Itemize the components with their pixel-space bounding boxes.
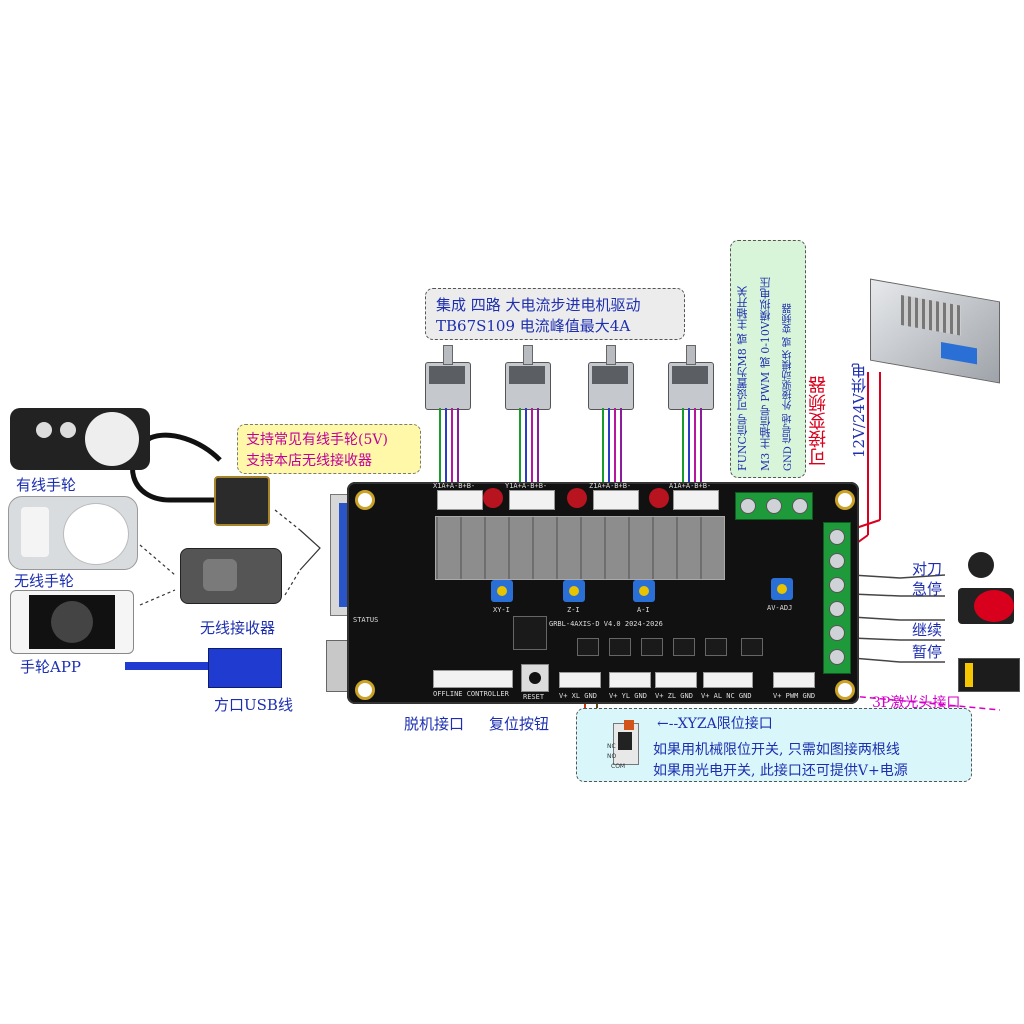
probe-label: 对刀 bbox=[912, 560, 943, 578]
pot-z-current[interactable] bbox=[563, 580, 585, 602]
reset-button[interactable] bbox=[521, 664, 549, 692]
laser-module-icon bbox=[958, 658, 1020, 692]
pot-xy-current[interactable] bbox=[491, 580, 513, 602]
switch-pin-com: COM bbox=[611, 763, 626, 770]
limit-silk-y: V+ YL GND bbox=[609, 692, 647, 700]
spindle-terminal-block bbox=[735, 492, 813, 520]
motor-driver-callout: 集成 四路 大电流步进电机驱动 TB67S109 电流峰值最大4A bbox=[425, 288, 685, 340]
motor-silk-a: A1A+A-B+B- bbox=[669, 482, 712, 490]
motor-header-x bbox=[437, 490, 483, 510]
estop-label: 急停 bbox=[912, 580, 943, 598]
motor-header-z bbox=[593, 490, 639, 510]
pwm-header[interactable] bbox=[773, 672, 815, 688]
limit-switch-line2: 如果用光电开关, 此接口还可提供V+电源 bbox=[653, 763, 908, 779]
handwheel-support-callout: 支持常见有线手轮(5V) 支持本店无线接收器 bbox=[237, 424, 421, 474]
io-terminal-block bbox=[823, 522, 851, 674]
db9-connector bbox=[214, 476, 270, 526]
board-title: GRBL-4AXIS-D V4.0 2024-2026 bbox=[549, 620, 663, 628]
stepper-motor-y bbox=[505, 345, 551, 410]
limit-switch-icon bbox=[613, 720, 639, 765]
stepper-motor-x bbox=[425, 345, 471, 410]
pot-label-a: A-I bbox=[637, 606, 650, 614]
limit-header-z[interactable] bbox=[655, 672, 697, 688]
handwheel-app-label: 手轮APP bbox=[20, 658, 82, 676]
motor-header-a bbox=[673, 490, 719, 510]
pot-label-xy: XY-I bbox=[493, 606, 510, 614]
power-supply-label: 12V/24V供电 bbox=[850, 363, 868, 458]
status-silk: STATUS bbox=[353, 616, 379, 624]
offline-controller-header[interactable] bbox=[433, 670, 513, 688]
spindle-gnd-text: GND 信号地 外接驱动模块 或 变频器 bbox=[783, 303, 794, 471]
laser-port-label: 3P激光头接口 bbox=[872, 695, 961, 711]
spindle-func-text: FUNC信号 可设置为M8 或 主轴开关 bbox=[736, 286, 749, 471]
wireless-receiver bbox=[180, 548, 282, 604]
limit-switch-title: ←--XYZA限位接口 bbox=[657, 716, 773, 732]
pot-label-av: AV-ADJ bbox=[767, 604, 793, 612]
switch-pin-no: NO bbox=[607, 753, 617, 760]
reset-button-label: 复位按钮 bbox=[489, 715, 550, 733]
usb-cable-label: 方口USB线 bbox=[214, 696, 293, 714]
handwheel-support-line2: 支持本店无线接收器 bbox=[246, 453, 372, 469]
spindle-signal-callout: FUNC信号 可设置为M8 或 主轴开关 M3 主轴信号 PWM 或 0-10V… bbox=[730, 240, 806, 478]
pause-label: 暂停 bbox=[912, 643, 943, 661]
heatsink bbox=[435, 516, 725, 580]
limit-header-y[interactable] bbox=[609, 672, 651, 688]
limit-silk-x: V+ XL GND bbox=[559, 692, 597, 700]
pot-a-current[interactable] bbox=[633, 580, 655, 602]
spindle-m3-text: M3 主轴信号 PWM 或 0-10V模拟电压 bbox=[759, 277, 772, 471]
probe-device-icon bbox=[968, 552, 994, 578]
estop-button-icon bbox=[958, 588, 1014, 624]
reset-silk: RESET bbox=[523, 693, 545, 701]
wireless-handwheel bbox=[8, 496, 138, 570]
pot-label-z: Z-I bbox=[567, 606, 580, 614]
wired-handwheel bbox=[10, 408, 150, 470]
limit-silk-a: V+ AL NC GND bbox=[701, 692, 752, 700]
offline-controller-silk: OFFLINE CONTROLLER bbox=[433, 690, 509, 698]
mcu-chip bbox=[513, 616, 547, 650]
resume-label: 继续 bbox=[912, 621, 943, 639]
vfd-label: 可接变频器 bbox=[808, 376, 829, 466]
limit-switch-callout: NC NO COM ←--XYZA限位接口 如果用机械限位开关, 只需如图接两根… bbox=[576, 708, 972, 782]
handwheel-app-phone bbox=[10, 590, 134, 654]
limit-switch-line1: 如果用机械限位开关, 只需如图接两根线 bbox=[653, 742, 900, 758]
handwheel-support-line1: 支持常见有线手轮(5V) bbox=[246, 432, 388, 448]
offline-port-label: 脱机接口 bbox=[404, 715, 465, 733]
motor-header-y bbox=[509, 490, 555, 510]
wired-handwheel-label: 有线手轮 bbox=[16, 476, 77, 494]
motor-silk-z: Z1A+A-B+B- bbox=[589, 482, 632, 490]
pot-av-adjust[interactable] bbox=[771, 578, 793, 600]
stepper-motor-a bbox=[668, 345, 714, 410]
usb-plug bbox=[208, 648, 282, 688]
limit-header-a[interactable] bbox=[703, 672, 753, 688]
controller-board: X1A+A-B+B- Y1A+A-B+B- Z1A+A-B+B- A1A+A-B… bbox=[347, 482, 859, 704]
motor-driver-line2: TB67S109 电流峰值最大4A bbox=[436, 317, 631, 335]
limit-silk-z: V+ ZL GND bbox=[655, 692, 693, 700]
limit-header-x[interactable] bbox=[559, 672, 601, 688]
motor-silk-x: X1A+A-B+B- bbox=[433, 482, 476, 490]
motor-silk-y: Y1A+A-B+B- bbox=[505, 482, 548, 490]
wireless-handwheel-label: 无线手轮 bbox=[14, 572, 75, 590]
stepper-motor-z bbox=[588, 345, 634, 410]
pwm-silk: V+ PWM GND bbox=[773, 692, 816, 700]
wireless-receiver-label: 无线接收器 bbox=[200, 619, 276, 637]
motor-driver-line1: 集成 四路 大电流步进电机驱动 bbox=[436, 296, 641, 314]
switch-pin-nc: NC bbox=[607, 743, 616, 750]
